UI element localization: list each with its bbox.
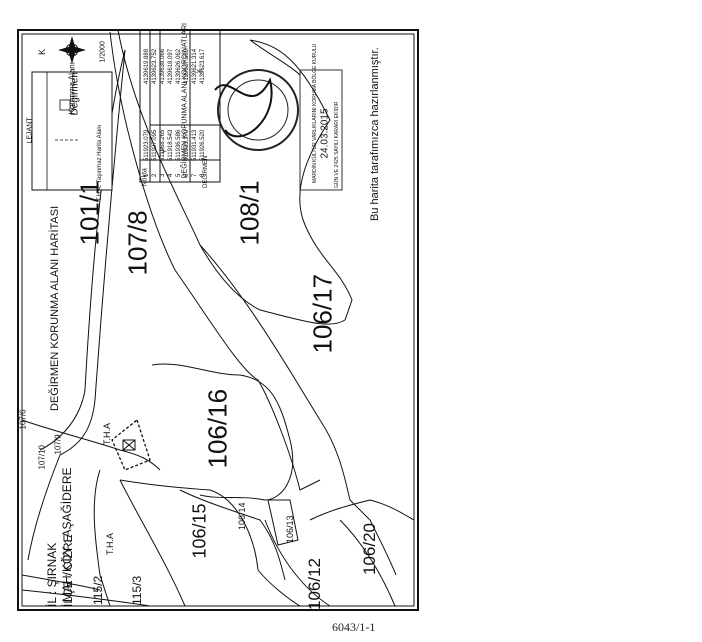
parcel-label-106-16: 106/16 xyxy=(202,388,233,469)
legend-box xyxy=(31,71,113,191)
coords-cell: 2 xyxy=(152,173,158,177)
boundary-lower-left-2 xyxy=(21,589,151,607)
parcel-label-107-10: 107/10 xyxy=(37,445,47,470)
location-il: İL : ŞIRNAK xyxy=(45,542,59,607)
parcel-label-106-13: 106/13 xyxy=(285,515,295,543)
coords-cell: 7 xyxy=(192,173,198,177)
coords-cell: 6 xyxy=(184,173,190,177)
coords-cell: 4139618.097 xyxy=(168,48,174,84)
footer-note: Bu harita tarafımızca hazırlanmıştır. xyxy=(369,47,381,221)
parcel-label-106-12: 106/12 xyxy=(305,558,324,610)
coords-cell: 1 xyxy=(144,173,150,177)
parcel-label-107-6: 107/6 xyxy=(18,409,28,430)
boundary-115 xyxy=(27,454,61,561)
parcel-label-107-8: 107/8 xyxy=(122,210,153,276)
coords-cell: 4139623.617 xyxy=(200,48,206,84)
mill-symbol-icon xyxy=(122,439,136,451)
scale-label: 1/2000 xyxy=(99,41,107,63)
parcel-boundaries xyxy=(21,29,415,607)
coords-cell: 4139619.888 xyxy=(144,48,150,84)
coords-cell: 511926.520 xyxy=(200,129,206,161)
coords-cell: 4139637.569 xyxy=(184,48,190,84)
boundary-106-20b xyxy=(339,519,396,607)
coords-cell: 511868.265 xyxy=(160,129,166,161)
legend-title: LEJANT xyxy=(26,117,34,144)
boundary-107-8 xyxy=(109,31,321,491)
page-reference: 6043/1-1 xyxy=(332,620,376,634)
coords-cell: 4139638.066 xyxy=(160,48,166,84)
coords-cell: 5 xyxy=(176,173,182,177)
boundary-106-13 xyxy=(267,499,299,546)
stamp-date: 24.03.2015 xyxy=(319,108,331,159)
map-title: DEĞİRMEN KORUNMA ALANI HARİTASI xyxy=(49,205,61,411)
map-frame-inner xyxy=(21,33,415,607)
coords-cell: 4139626.062 xyxy=(176,48,182,84)
north-arrow-icon xyxy=(58,36,86,64)
coords-cell: 511927.095 xyxy=(152,129,158,161)
coords-cell: 511918.543 xyxy=(168,129,174,161)
protection-area-polygon xyxy=(111,418,151,471)
official-round-stamp xyxy=(214,69,299,151)
tha-label-bottom: T.H.A xyxy=(105,532,115,555)
parcel-label-106-17: 106/17 xyxy=(307,273,338,354)
coords-cell: 511923.079 xyxy=(144,129,150,161)
parcel-label-106-15: 106/15 xyxy=(189,503,210,559)
coords-cell: 8 xyxy=(200,173,206,177)
approval-stamp-box xyxy=(299,69,343,191)
parcel-label-108-1: 108/1 xyxy=(234,180,265,246)
boundary-115-2 xyxy=(93,469,111,607)
boundary-106-17 xyxy=(199,244,397,576)
coords-cell: 511931.413 xyxy=(192,129,198,161)
boundary-lower-left-1 xyxy=(21,574,101,591)
coords-cell: 4139623.752 xyxy=(152,48,158,84)
boundary-108-1 xyxy=(117,29,353,325)
coords-cell: 3 xyxy=(160,173,166,177)
tha-label-top: T.H.A xyxy=(102,422,112,445)
boundary-115-3 xyxy=(119,479,186,607)
stamp-decision: GÜN VE 2425 SAYILI KARARI EKİDİR xyxy=(334,101,340,188)
boundary-106-20 xyxy=(309,499,415,521)
parcel-label-106-14: 106/14 xyxy=(237,502,247,530)
parcel-label-115-3: 115/3 xyxy=(130,575,144,605)
boundary-106-14 xyxy=(179,489,286,581)
parcel-label-115-2: 115/2 xyxy=(91,575,105,605)
legend-item-tha: T.H.A: Taşınmaz Harita Alanı xyxy=(97,124,103,201)
location-mahalle: MAH/KÖY : AŞAĞİDERE xyxy=(60,467,74,602)
boundary-106-16 xyxy=(151,363,294,501)
parcel-label-106-20: 106/20 xyxy=(360,523,379,575)
boundary-106-12 xyxy=(264,519,331,607)
stamp-authority: MARDİN KÜLTÜR VARLIKLARINI KORUMA BÖLGE … xyxy=(312,43,318,183)
boundary-right-top xyxy=(249,39,301,76)
boundary-106-15 xyxy=(119,479,301,607)
coords-cell: 511933.370 xyxy=(184,129,190,161)
coords-cell: 4 xyxy=(168,173,174,177)
coordinates-table-box xyxy=(139,29,221,183)
boundary-107-9 xyxy=(59,49,126,456)
coords-cell: 4139621.314 xyxy=(192,48,198,84)
north-label: K xyxy=(37,48,47,55)
parcel-label-107-9: 107/9 xyxy=(53,434,63,455)
legend-item-mill: Değirmen xyxy=(69,72,81,116)
coords-cell: 511936.586 xyxy=(176,129,182,161)
